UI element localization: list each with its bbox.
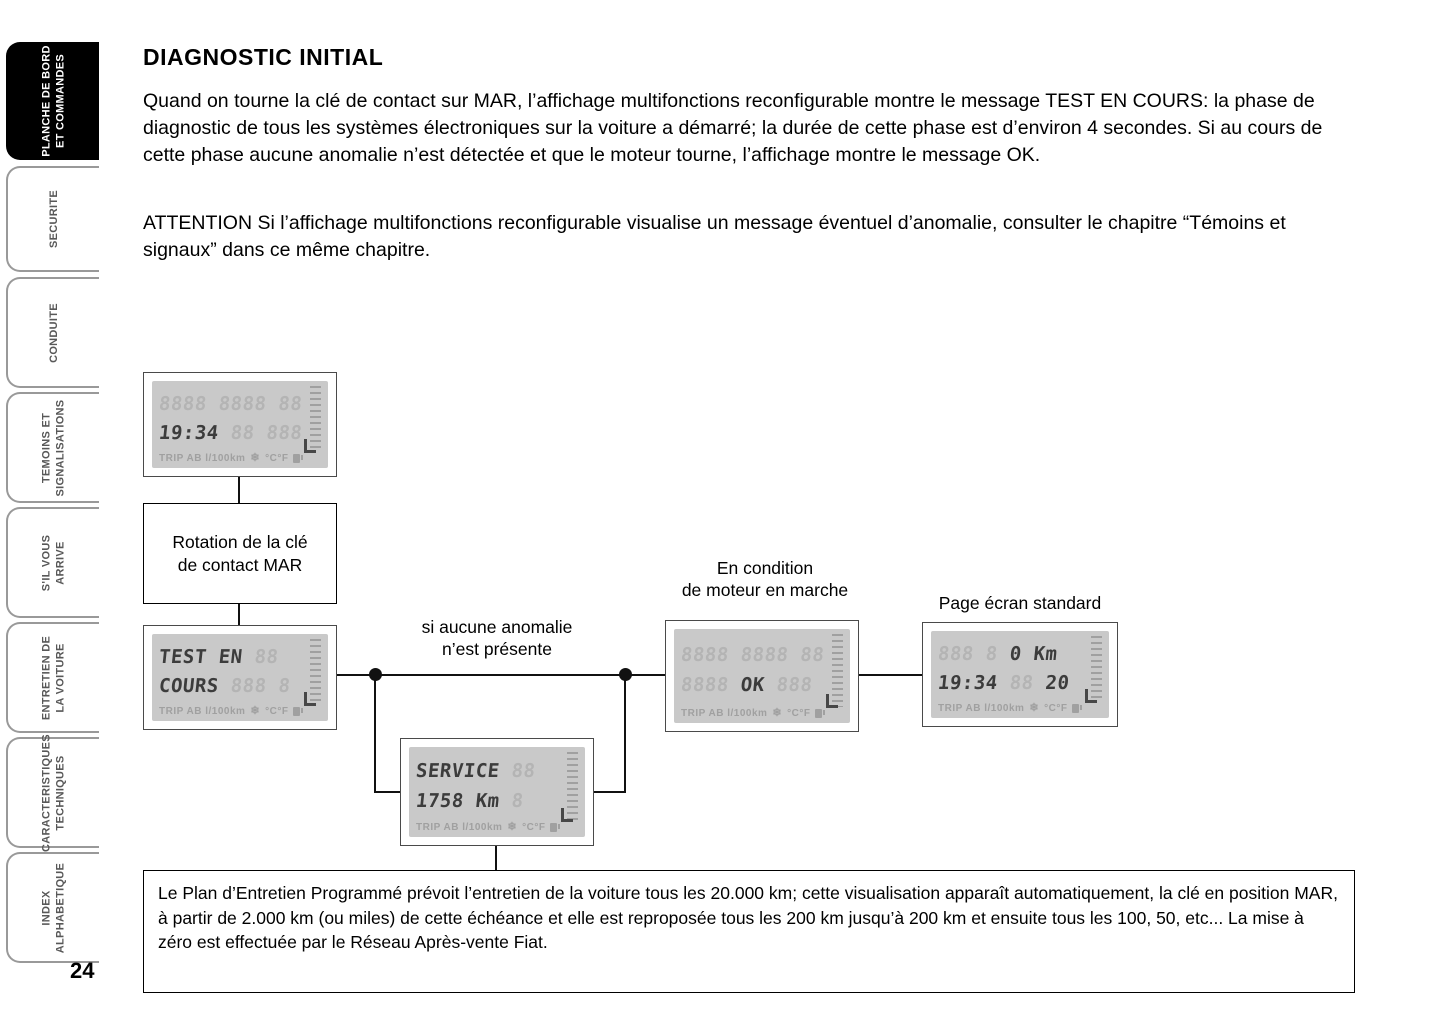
connector-line (238, 477, 240, 504)
lcd-ghost-digits: 888 8 (938, 643, 1011, 666)
connector-line (374, 674, 376, 793)
connector-line (624, 674, 626, 793)
fuel-pump-icon (815, 709, 826, 718)
lcd-footer-temp: °C°F (265, 706, 289, 717)
body-paragraph-1: Quand on tourne la clé de contact sur MA… (143, 90, 1323, 166)
lcd-clock-value: 19:34 (938, 671, 999, 694)
lcd-ghost-digits: 88 888 (217, 421, 304, 444)
sidebar-tab-securite: SECURITE (6, 166, 99, 272)
lcd-row: 8888 8888 88 (159, 393, 305, 416)
connector-line (495, 846, 497, 871)
fuel-pump-icon (293, 454, 304, 463)
sidebar-tab-conduite: CONDUITE (6, 277, 99, 388)
lcd-ghost-digits: 8888 8888 88 (159, 393, 304, 416)
fuel-pump-icon (550, 823, 561, 832)
lcd-footer-trip: TRIP AB l/100km (681, 708, 768, 719)
lcd-row: 888 8 0 Km (938, 643, 1086, 666)
lcd-display-standard-page: 888 8 0 Km 19:34 88 20 TRIP AB l/100km ❄… (922, 622, 1118, 727)
sidebar-tab-planche-de-bord-et-commandes: PLANCHE DE BORD ET COMMANDES (6, 42, 99, 160)
connector-line (592, 791, 626, 793)
snowflake-icon: ❄ (772, 707, 783, 719)
lcd-panel: SERVICE 88 1758 Km 8 TRIP AB l/100km ❄ °… (409, 747, 585, 837)
junction-dot (369, 668, 382, 681)
lcd-ghost-digits: 888 (763, 674, 814, 697)
lcd-display-service: SERVICE 88 1758 Km 8 TRIP AB l/100km ❄ °… (400, 738, 594, 846)
sidebar-tab-index-alphabetique: INDEX ALPHABETIQUE (6, 852, 99, 963)
lcd-footer: TRIP AB l/100km ❄ °C°F (681, 707, 843, 720)
lcd-odometer-value: 0 Km (1008, 643, 1059, 666)
lcd-display-test-en-cours: TEST EN 88 COURS 888 8 TRIP AB l/100km ❄… (143, 625, 337, 730)
lcd-row: 19:34 88 888 (159, 421, 305, 444)
lcd-row: TEST EN 88 (159, 646, 305, 669)
junction-dot (619, 668, 632, 681)
lcd-ghost-digits: 8888 (681, 674, 742, 697)
lcd-row: COURS 888 8 (159, 674, 305, 697)
lcd-message: COURS (159, 674, 220, 697)
label-no-anomaly: si aucune anomalie n’est présente (421, 617, 573, 659)
lcd-panel: TEST EN 88 COURS 888 8 TRIP AB l/100km ❄… (152, 634, 328, 721)
lcd-message: SERVICE (416, 760, 501, 783)
sidebar-tab-temoins-et-signalisations: TEMOINS ET SIGNALISATIONS (6, 392, 99, 503)
fuel-pump-icon (1072, 704, 1083, 713)
sidebar-tab-sil-vous-arrive: S'IL VOUS ARRIVE (6, 507, 99, 618)
lcd-message: OK (739, 674, 766, 697)
lcd-ghost-digits: 88 (498, 760, 537, 783)
fuel-gauge (826, 634, 843, 708)
lcd-ghost-digits: 8888 8888 88 (681, 643, 826, 666)
page-title: DIAGNOSTIC INITIAL (143, 44, 384, 70)
lcd-temp-value: 20 (1044, 671, 1071, 694)
lcd-ghost-digits: 88 (241, 646, 280, 669)
fuel-gauge (304, 639, 321, 706)
lcd-footer-temp: °C°F (265, 453, 289, 464)
lcd-footer: TRIP AB l/100km ❄ °C°F (159, 705, 321, 718)
lcd-footer: TRIP AB l/100km ❄ °C°F (416, 821, 578, 834)
lcd-row: SERVICE 88 (416, 760, 562, 783)
lcd-message: TEST EN (159, 646, 244, 669)
connector-line (238, 603, 240, 626)
fuel-gauge (561, 752, 578, 822)
fuel-pump-icon (293, 707, 304, 716)
label-engine-running: En condition de moteur en marche (681, 558, 849, 600)
snowflake-icon: ❄ (1029, 702, 1040, 714)
lcd-panel: 8888 8888 88 8888 OK 888 TRIP AB l/100km… (674, 629, 850, 723)
sidebar-tab-entretien-de-la-voiture: ENTRETIEN DE LA VOITURE (6, 622, 99, 733)
lcd-row: 1758 Km 8 (416, 789, 562, 812)
lcd-ghost-digits: 8 (498, 789, 525, 812)
service-plan-note: Le Plan d’Entretien Programmé prévoit l’… (143, 870, 1355, 993)
body-paragraph-2: ATTENTION Si l’affichage multifonctions … (143, 212, 1286, 261)
sidebar-tab-caracteristiques-techniques: CARACTERISTIQUES TECHNIQUES (6, 734, 99, 851)
snowflake-icon: ❄ (507, 821, 518, 833)
connector-line (374, 791, 402, 793)
rotation-key-box: Rotation de la clé de contact MAR (143, 503, 337, 604)
lcd-footer-trip: TRIP AB l/100km (159, 706, 246, 717)
fuel-gauge (1085, 636, 1102, 703)
lcd-row: 19:34 88 20 (938, 671, 1086, 694)
lcd-footer-trip: TRIP AB l/100km (159, 453, 246, 464)
lcd-footer: TRIP AB l/100km ❄ °C°F (938, 702, 1102, 715)
lcd-row: 8888 8888 88 (681, 643, 827, 666)
lcd-display-ok: 8888 8888 88 8888 OK 888 TRIP AB l/100km… (665, 620, 859, 732)
fuel-gauge (304, 386, 321, 453)
lcd-footer-trip: TRIP AB l/100km (416, 822, 503, 833)
lcd-ghost-digits: 888 8 (217, 674, 292, 697)
lcd-clock-value: 19:34 (159, 421, 220, 444)
lcd-panel: 8888 8888 88 19:34 88 888 TRIP AB l/100k… (152, 381, 328, 468)
lcd-footer-temp: °C°F (787, 708, 811, 719)
label-standard-page: Page écran standard (938, 593, 1102, 613)
lcd-ghost-digits: 88 (996, 671, 1047, 694)
lcd-message: 1758 Km (416, 789, 501, 812)
sidebar-tab-label: INDEX ALPHABETIQUE (40, 862, 67, 953)
lcd-footer-trip: TRIP AB l/100km (938, 703, 1025, 714)
lcd-row: 8888 OK 888 (681, 674, 827, 697)
page-number: 24 (70, 958, 95, 983)
lcd-panel: 888 8 0 Km 19:34 88 20 TRIP AB l/100km ❄… (931, 631, 1109, 718)
lcd-footer-temp: °C°F (1044, 703, 1068, 714)
snowflake-icon: ❄ (250, 452, 261, 464)
lcd-footer-temp: °C°F (522, 822, 546, 833)
lcd-footer: TRIP AB l/100km ❄ °C°F (159, 452, 321, 465)
snowflake-icon: ❄ (250, 705, 261, 717)
lcd-display-clock: 8888 8888 88 19:34 88 888 TRIP AB l/100k… (143, 372, 337, 477)
